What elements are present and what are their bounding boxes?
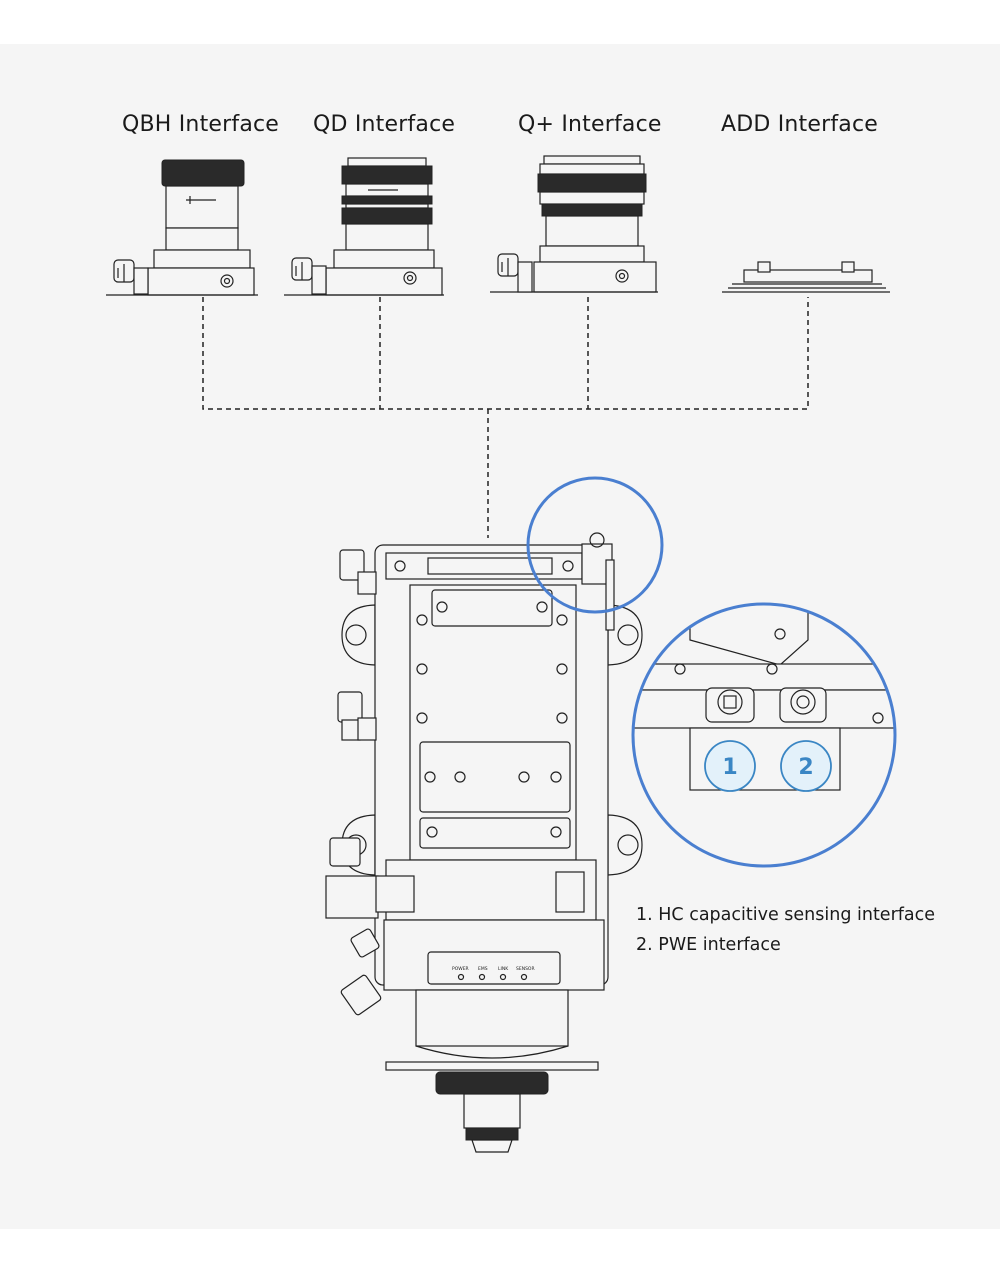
legend: 1. HC capacitive sensing interface 2. PW… bbox=[636, 900, 935, 960]
badge-2: 2 bbox=[780, 740, 832, 792]
badge-1: 1 bbox=[704, 740, 756, 792]
connection-lines bbox=[202, 297, 809, 538]
qbh-connector-icon bbox=[106, 159, 258, 296]
qplus-interface-label: Q+ Interface bbox=[518, 112, 662, 137]
qplus-connector-icon bbox=[490, 155, 658, 293]
status-label-link: LINK bbox=[498, 966, 509, 972]
qd-connector-icon bbox=[284, 157, 444, 296]
highlight-circle-small bbox=[526, 476, 664, 614]
cutting-head-body bbox=[325, 532, 643, 1153]
status-label-sensor: SENSOR bbox=[516, 966, 535, 972]
add-plate-icon bbox=[722, 261, 890, 293]
status-labels: POWER EMS LINK SENSOR bbox=[452, 966, 535, 972]
status-leds bbox=[457, 973, 528, 981]
add-interface-label: ADD Interface bbox=[721, 112, 879, 137]
status-panel bbox=[427, 951, 561, 985]
qbh-interface-label: QBH Interface bbox=[122, 112, 280, 137]
qd-interface-label: QD Interface bbox=[313, 112, 456, 137]
status-label-ems: EMS bbox=[478, 966, 488, 972]
badge-1-text: 1 bbox=[722, 755, 737, 780]
badge-2-text: 2 bbox=[798, 755, 813, 780]
legend-item-1: 1. HC capacitive sensing interface bbox=[636, 905, 936, 925]
status-label-power: POWER bbox=[452, 966, 469, 972]
highlight-circle-large bbox=[631, 602, 897, 868]
legend-item-2: 2. PWE interface bbox=[636, 935, 781, 955]
zoomed-connector-detail bbox=[633, 604, 895, 866]
